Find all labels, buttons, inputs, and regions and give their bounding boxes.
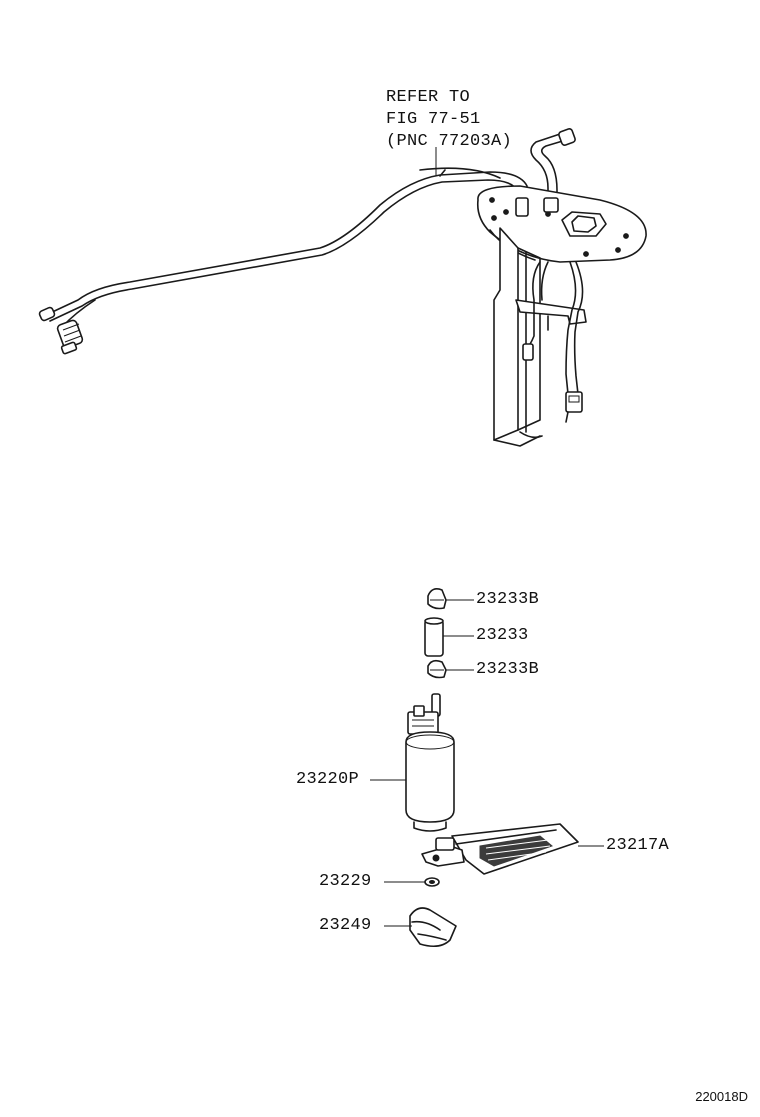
part-label-23220p[interactable]: 23220P (296, 770, 360, 789)
reference-note: REFER TO FIG 77-51 (PNC 77203A) (386, 87, 512, 153)
fuel-filter (421, 823, 579, 875)
clamp-upper (427, 588, 447, 610)
fuel-line-fitting (56, 319, 84, 355)
fuel-pump (405, 693, 455, 832)
leader-lines (370, 599, 604, 927)
part-label-23233b-upper[interactable]: 23233B (476, 590, 540, 609)
part-label-23217a[interactable]: 23217A (606, 836, 670, 855)
part-label-23233[interactable]: 23233 (476, 626, 529, 645)
washer (424, 877, 440, 887)
pump-cushion (409, 907, 457, 948)
clamp-lower (427, 659, 447, 679)
part-label-23249[interactable]: 23249 (319, 916, 372, 935)
fuel-line-tubes (38, 147, 528, 355)
figure-id: 220018D (695, 1089, 748, 1104)
reference-note-line-2: FIG 77-51 (386, 110, 481, 129)
reference-note-line-3: (PNC 77203A) (386, 132, 513, 151)
hose (424, 617, 444, 657)
reference-note-line-1: REFER TO (386, 88, 471, 107)
part-label-23229[interactable]: 23229 (319, 872, 372, 891)
fuel-pump-bracket-assembly (476, 128, 647, 447)
part-label-23233b-lower[interactable]: 23233B (476, 660, 540, 679)
